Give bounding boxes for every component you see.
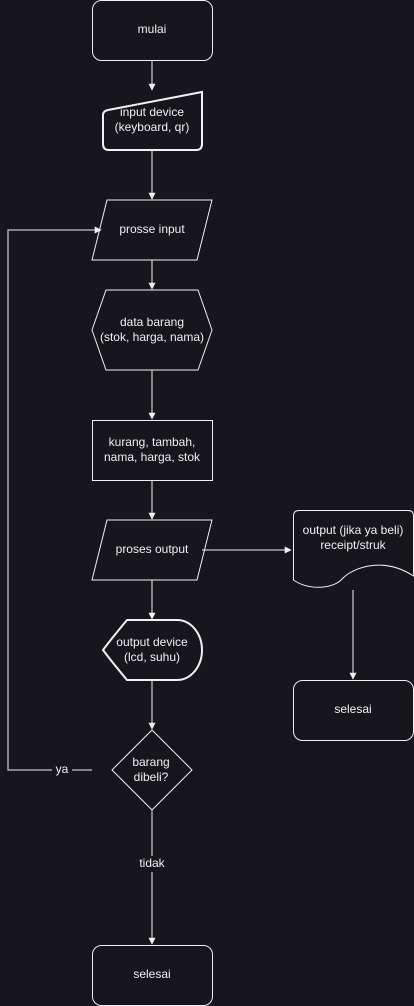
node-start[interactable]: mulai (92, 0, 213, 61)
node-decision-line-2: dibeli? (134, 770, 169, 784)
node-modify-line-1: kurang, tambah, (109, 435, 196, 449)
node-end-receipt[interactable]: selesai (293, 680, 414, 741)
hexagon-shape (91, 289, 213, 371)
node-process-input-line-1: prosse input (119, 222, 185, 236)
node-decision[interactable]: barang dibeli? (111, 729, 193, 811)
node-decision-line-1: barang (132, 755, 169, 769)
node-receipt-line-1: output (jika ya beli) (303, 523, 404, 537)
node-start-line-1: mulai (138, 22, 167, 36)
edge-label-no-text: tidak (139, 856, 165, 870)
node-modify[interactable]: kurang, tambah, nama, harga, stok (92, 420, 213, 481)
rect-shape (92, 420, 213, 481)
edge-label-yes: ya (52, 762, 72, 778)
node-item-data[interactable]: data barang (stok, harga, nama) (91, 289, 213, 371)
node-item-data-line-2: (stok, harga, nama) (100, 330, 204, 344)
node-end-main[interactable]: selesai (92, 945, 213, 1006)
node-item-data-line-1: data barang (120, 315, 184, 329)
diamond-shape (111, 729, 193, 811)
parallelogram-shape (91, 519, 213, 581)
node-receipt[interactable]: output (jika ya beli) receipt/struk (293, 510, 414, 588)
rounded-rect-shape (92, 0, 213, 61)
node-process-input[interactable]: prosse input (91, 199, 213, 261)
node-input-device[interactable]: input device (keyboard, qr) (102, 90, 203, 151)
node-modify-line-2: nama, harga, stok (104, 450, 201, 464)
edges (7, 60, 357, 945)
document-shape (293, 510, 414, 588)
node-process-output[interactable]: proses output (91, 519, 213, 581)
node-process-output-line-1: proses output (116, 542, 189, 556)
node-output-device[interactable]: output device (lcd, suhu) (101, 619, 203, 681)
node-output-device-line-2: (lcd, suhu) (124, 650, 180, 664)
display-shape (101, 619, 203, 681)
parallelogram-shape (91, 199, 213, 261)
node-receipt-line-2: receipt/struk (320, 538, 386, 552)
edge-decision-loop-yes (7, 226, 102, 771)
edge-label-yes-text: ya (56, 762, 69, 776)
node-end-main-line-1: selesai (133, 967, 170, 981)
edge-label-no: tidak (136, 856, 168, 872)
node-end-receipt-line-1: selesai (334, 702, 371, 716)
node-input-device-line-1: input device (120, 105, 184, 119)
node-input-device-line-2: (keyboard, qr) (115, 120, 190, 134)
manual-input-shape (102, 90, 203, 151)
node-output-device-line-1: output device (116, 635, 188, 649)
